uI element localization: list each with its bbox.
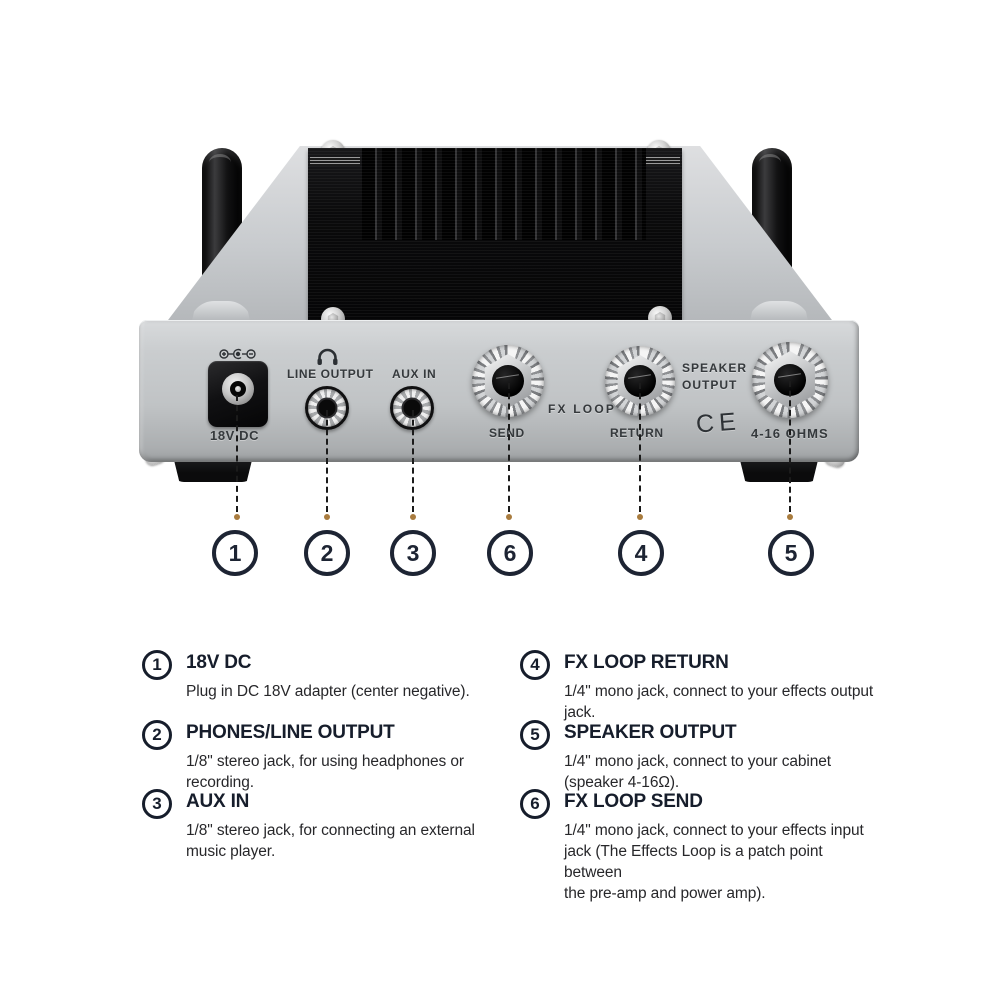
line-output-jack xyxy=(305,386,349,430)
legend-text: the pre-amp and power amp). xyxy=(564,885,766,902)
legend-title: SPEAKER OUTPUT xyxy=(564,722,737,743)
callout-dot xyxy=(324,514,330,520)
legend-item-aux-in: 3 AUX IN 1/8" stereo jack, for connectin… xyxy=(142,789,522,862)
legend-number: 5 xyxy=(520,720,550,750)
callout-dot xyxy=(410,514,416,520)
legend-item-phones-line-output: 2 PHONES/LINE OUTPUT 1/8" stereo jack, f… xyxy=(142,720,522,793)
callout-number-2: 2 xyxy=(304,530,350,576)
legend-number: 1 xyxy=(142,650,172,680)
legend-title: 18V DC xyxy=(186,652,252,673)
legend-title: AUX IN xyxy=(186,791,250,812)
legend-title: FX LOOP SEND xyxy=(564,791,703,812)
polarity-icon xyxy=(219,348,256,360)
callout-number-1: 1 xyxy=(212,530,258,576)
fx-return-jack xyxy=(605,346,675,416)
callout-number-3: 3 xyxy=(390,530,436,576)
speaker-output-label-line2: OUTPUT xyxy=(682,378,738,392)
callout-dot xyxy=(506,514,512,520)
heatsink-fins xyxy=(362,148,646,240)
legend-text: music player. xyxy=(186,843,276,860)
headphones-icon xyxy=(317,348,338,365)
callout-dot xyxy=(787,514,793,520)
legend-text: 1/8" stereo jack, for connecting an exte… xyxy=(186,822,475,839)
legend-text: 1/4" mono jack, connect to your effects … xyxy=(564,822,864,839)
legend-item-fx-loop-return: 4 FX LOOP RETURN 1/4" mono jack, connect… xyxy=(520,650,880,723)
fx-loop-label: FX LOOP xyxy=(548,402,617,416)
speaker-output-label-line1: SPEAKER xyxy=(682,361,748,375)
legend-text: 1/8" stereo jack, for using headphones o… xyxy=(186,753,464,791)
legend-item-speaker-output: 5 SPEAKER OUTPUT 1/4" mono jack, connect… xyxy=(520,720,880,793)
callout-dot xyxy=(637,514,643,520)
legend-item-18v-dc: 1 18V DC Plug in DC 18V adapter (center … xyxy=(142,650,522,702)
callout-dot xyxy=(234,514,240,520)
dc-power-jack xyxy=(208,361,268,427)
line-output-label: LINE OUTPUT xyxy=(287,367,374,381)
legend-text: 1/4" mono jack, connect to your cabinet … xyxy=(564,753,831,791)
heatsink xyxy=(308,148,682,342)
legend-number: 3 xyxy=(142,789,172,819)
legend-title: PHONES/LINE OUTPUT xyxy=(186,722,395,743)
legend-number: 2 xyxy=(142,720,172,750)
legend-item-fx-loop-send: 6 FX LOOP SEND 1/4" mono jack, connect t… xyxy=(520,789,880,904)
legend-number: 4 xyxy=(520,650,550,680)
callout-number-6: 6 xyxy=(487,530,533,576)
legend-text: jack (The Effects Loop is a patch point … xyxy=(564,843,823,881)
legend-number: 6 xyxy=(520,789,550,819)
send-label: SEND xyxy=(489,426,525,440)
legend-text: Plug in DC 18V adapter (center negative)… xyxy=(186,683,470,700)
legend-text: 1/4" mono jack, connect to your effects … xyxy=(564,683,874,721)
return-label: RETURN xyxy=(610,426,664,440)
legend-title: FX LOOP RETURN xyxy=(564,652,729,673)
callout-number-4: 4 xyxy=(618,530,664,576)
dc-label: 18V DC xyxy=(210,428,260,443)
speaker-output-jack xyxy=(752,342,828,418)
callout-number-5: 5 xyxy=(768,530,814,576)
aux-in-label: AUX IN xyxy=(392,367,437,381)
ce-mark: CE xyxy=(695,407,742,439)
